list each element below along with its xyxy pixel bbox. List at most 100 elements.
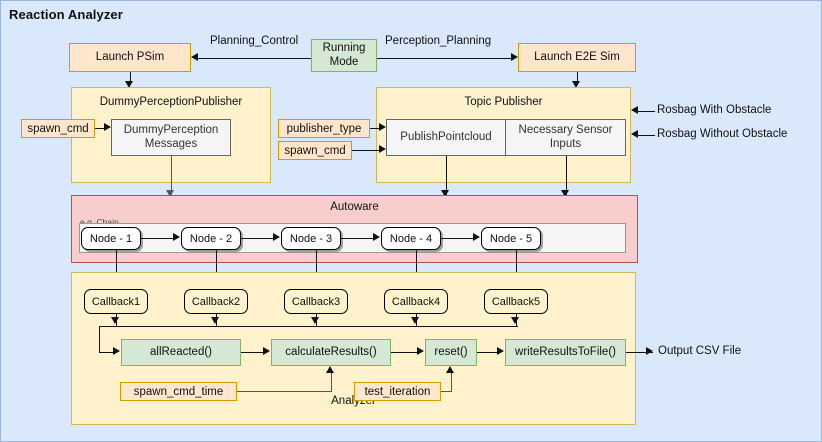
spawn-cmd-topicpub-edge-line bbox=[352, 150, 381, 151]
autoware-node-3[interactable]: Node - 3 bbox=[281, 227, 341, 250]
spawn-cmd-topicpub-arrowhead bbox=[379, 145, 386, 153]
reset-to-write-line bbox=[477, 352, 498, 353]
param-publisher-type[interactable]: publisher_type bbox=[278, 119, 370, 138]
spawn-cmd-dummy-edge-line bbox=[95, 128, 106, 129]
launch-e2e-sim-box[interactable]: Launch E2E Sim bbox=[518, 43, 636, 72]
param-spawn-cmd-time-label: spawn_cmd_time bbox=[133, 385, 224, 398]
autoware-node-4[interactable]: Node - 4 bbox=[381, 227, 441, 250]
callback-5-label: Callback5 bbox=[491, 295, 541, 308]
function-all-reacted[interactable]: allReacted() bbox=[121, 339, 241, 366]
launch-psim-box[interactable]: Launch PSim bbox=[69, 43, 191, 72]
dummy-perception-messages-line1: DummyPerception bbox=[123, 124, 219, 137]
autoware-node-5[interactable]: Node - 5 bbox=[481, 227, 541, 250]
node-3-to-callback3-line bbox=[316, 250, 317, 284]
write-to-output-arrowhead bbox=[646, 347, 653, 355]
callback-5-drop-arrowhead bbox=[511, 317, 519, 324]
node-2-to-callback2-line bbox=[216, 250, 217, 284]
necessary-sensor-inputs-box[interactable]: Necessary Sensor Inputs bbox=[505, 119, 626, 156]
callback-bus-line bbox=[99, 326, 518, 327]
node-3-to-4-line bbox=[341, 238, 374, 239]
autoware-node-1[interactable]: Node - 1 bbox=[81, 227, 141, 250]
planning-control-arrowhead bbox=[191, 53, 198, 61]
callback-2[interactable]: Callback2 bbox=[184, 289, 248, 314]
callback-5[interactable]: Callback5 bbox=[484, 289, 548, 314]
necessary-sensor-inputs-line2: Inputs bbox=[549, 137, 582, 150]
param-test-iteration[interactable]: test_iteration bbox=[354, 382, 441, 401]
node-1-to-callback1-line bbox=[116, 250, 117, 284]
psim-to-dummy-arrowhead bbox=[125, 81, 133, 88]
node-4-to-callback4-line bbox=[416, 250, 417, 284]
running-mode-label-line2: Mode bbox=[329, 55, 359, 68]
output-csv-file-label: Output CSV File bbox=[658, 345, 742, 357]
node-4-to-5-line bbox=[441, 238, 474, 239]
callback-1[interactable]: Callback1 bbox=[84, 289, 148, 314]
param-spawn-cmd-topicpub[interactable]: spawn_cmd bbox=[278, 141, 352, 160]
node-4-to-5-arrowhead bbox=[473, 233, 480, 241]
param-spawn-cmd-time[interactable]: spawn_cmd_time bbox=[120, 382, 237, 401]
node-2-to-3-arrowhead bbox=[273, 233, 280, 241]
callback-3-drop-arrowhead bbox=[311, 317, 319, 324]
callback-4[interactable]: Callback4 bbox=[384, 289, 448, 314]
spawn-cmd-dummy-arrowhead bbox=[104, 123, 111, 131]
function-calculate-results[interactable]: calculateResults() bbox=[271, 339, 391, 366]
dummy-to-autoware-arrowhead bbox=[166, 190, 174, 197]
autoware-chain-note: e.g. Chain bbox=[80, 217, 119, 227]
planning-control-edge-line bbox=[198, 58, 311, 59]
test-iteration-edge-line bbox=[441, 391, 451, 392]
test-iteration-arrowhead bbox=[446, 366, 454, 373]
e2e-to-topicpub-line bbox=[577, 72, 578, 84]
pointcloud-to-autoware-line bbox=[446, 156, 447, 199]
necessary-sensor-inputs-line1: Necessary Sensor bbox=[518, 124, 613, 137]
page-title: Reaction Analyzer bbox=[9, 7, 123, 22]
node-1-to-2-line bbox=[141, 238, 174, 239]
node-3-to-4-arrowhead bbox=[373, 233, 380, 241]
test-iteration-elbow-line bbox=[451, 373, 452, 392]
rosbag-without-obstacle-label: Rosbag Without Obstacle bbox=[657, 128, 788, 140]
callback-3[interactable]: Callback3 bbox=[284, 289, 348, 314]
param-spawn-cmd-dummy-label: spawn_cmd bbox=[27, 122, 89, 135]
dummy-to-autoware-line bbox=[171, 156, 172, 199]
pointcloud-to-autoware-arrowhead bbox=[441, 190, 449, 197]
perception-planning-arrowhead bbox=[511, 53, 518, 61]
running-mode-label-line1: Running bbox=[322, 42, 366, 55]
callback-2-drop-arrowhead bbox=[211, 317, 219, 324]
param-test-iteration-label: test_iteration bbox=[364, 385, 431, 398]
node-5-to-callback5-line bbox=[516, 250, 517, 284]
function-write-results-to-file-label: writeResultsToFile() bbox=[515, 345, 616, 358]
callback-2-label: Callback2 bbox=[191, 295, 241, 308]
dummy-perception-messages-box[interactable]: DummyPerception Messages bbox=[111, 119, 231, 156]
calc-to-reset-line bbox=[391, 352, 418, 353]
rosbag-with-edge-line bbox=[638, 111, 655, 112]
allreacted-to-calc-arrowhead bbox=[263, 347, 270, 355]
callback-bus-elbow-line bbox=[99, 326, 100, 353]
publisher-type-arrowhead bbox=[379, 123, 386, 131]
autoware-node-2-label: Node - 2 bbox=[189, 232, 233, 245]
autoware-node-4-label: Node - 4 bbox=[389, 232, 433, 245]
callback-4-drop-arrowhead bbox=[411, 317, 419, 324]
rosbag-with-arrowhead bbox=[631, 106, 638, 114]
launch-psim-label: Launch PSim bbox=[95, 50, 165, 63]
dummy-perception-publisher-title: DummyPerceptionPublisher bbox=[99, 96, 243, 108]
param-publisher-type-label: publisher_type bbox=[286, 122, 362, 135]
callback-bus-to-allreacted-arrowhead bbox=[113, 347, 120, 355]
param-spawn-cmd-dummy[interactable]: spawn_cmd bbox=[21, 119, 95, 138]
autoware-title: Autoware bbox=[330, 201, 379, 213]
psim-to-dummy-line bbox=[130, 72, 131, 84]
function-write-results-to-file[interactable]: writeResultsToFile() bbox=[505, 339, 626, 366]
e2e-to-topicpub-arrowhead bbox=[572, 81, 580, 88]
spawn-cmd-time-elbow-line bbox=[331, 373, 332, 392]
topic-publisher-title: Topic Publisher bbox=[464, 96, 543, 108]
callback-1-drop-arrowhead bbox=[111, 317, 119, 324]
function-reset[interactable]: reset() bbox=[425, 339, 477, 366]
calc-to-reset-arrowhead bbox=[417, 347, 424, 355]
callback-3-label: Callback3 bbox=[291, 295, 341, 308]
autoware-node-1-label: Node - 1 bbox=[89, 232, 133, 245]
rosbag-without-arrowhead bbox=[631, 130, 638, 138]
publish-pointcloud-box[interactable]: PublishPointcloud bbox=[386, 119, 506, 156]
spawn-cmd-time-arrowhead bbox=[326, 366, 334, 373]
running-mode-box[interactable]: Running Mode bbox=[311, 39, 377, 72]
node-1-to-2-arrowhead bbox=[173, 233, 180, 241]
autoware-node-2[interactable]: Node - 2 bbox=[181, 227, 241, 250]
rosbag-with-obstacle-label: Rosbag With Obstacle bbox=[657, 104, 772, 116]
